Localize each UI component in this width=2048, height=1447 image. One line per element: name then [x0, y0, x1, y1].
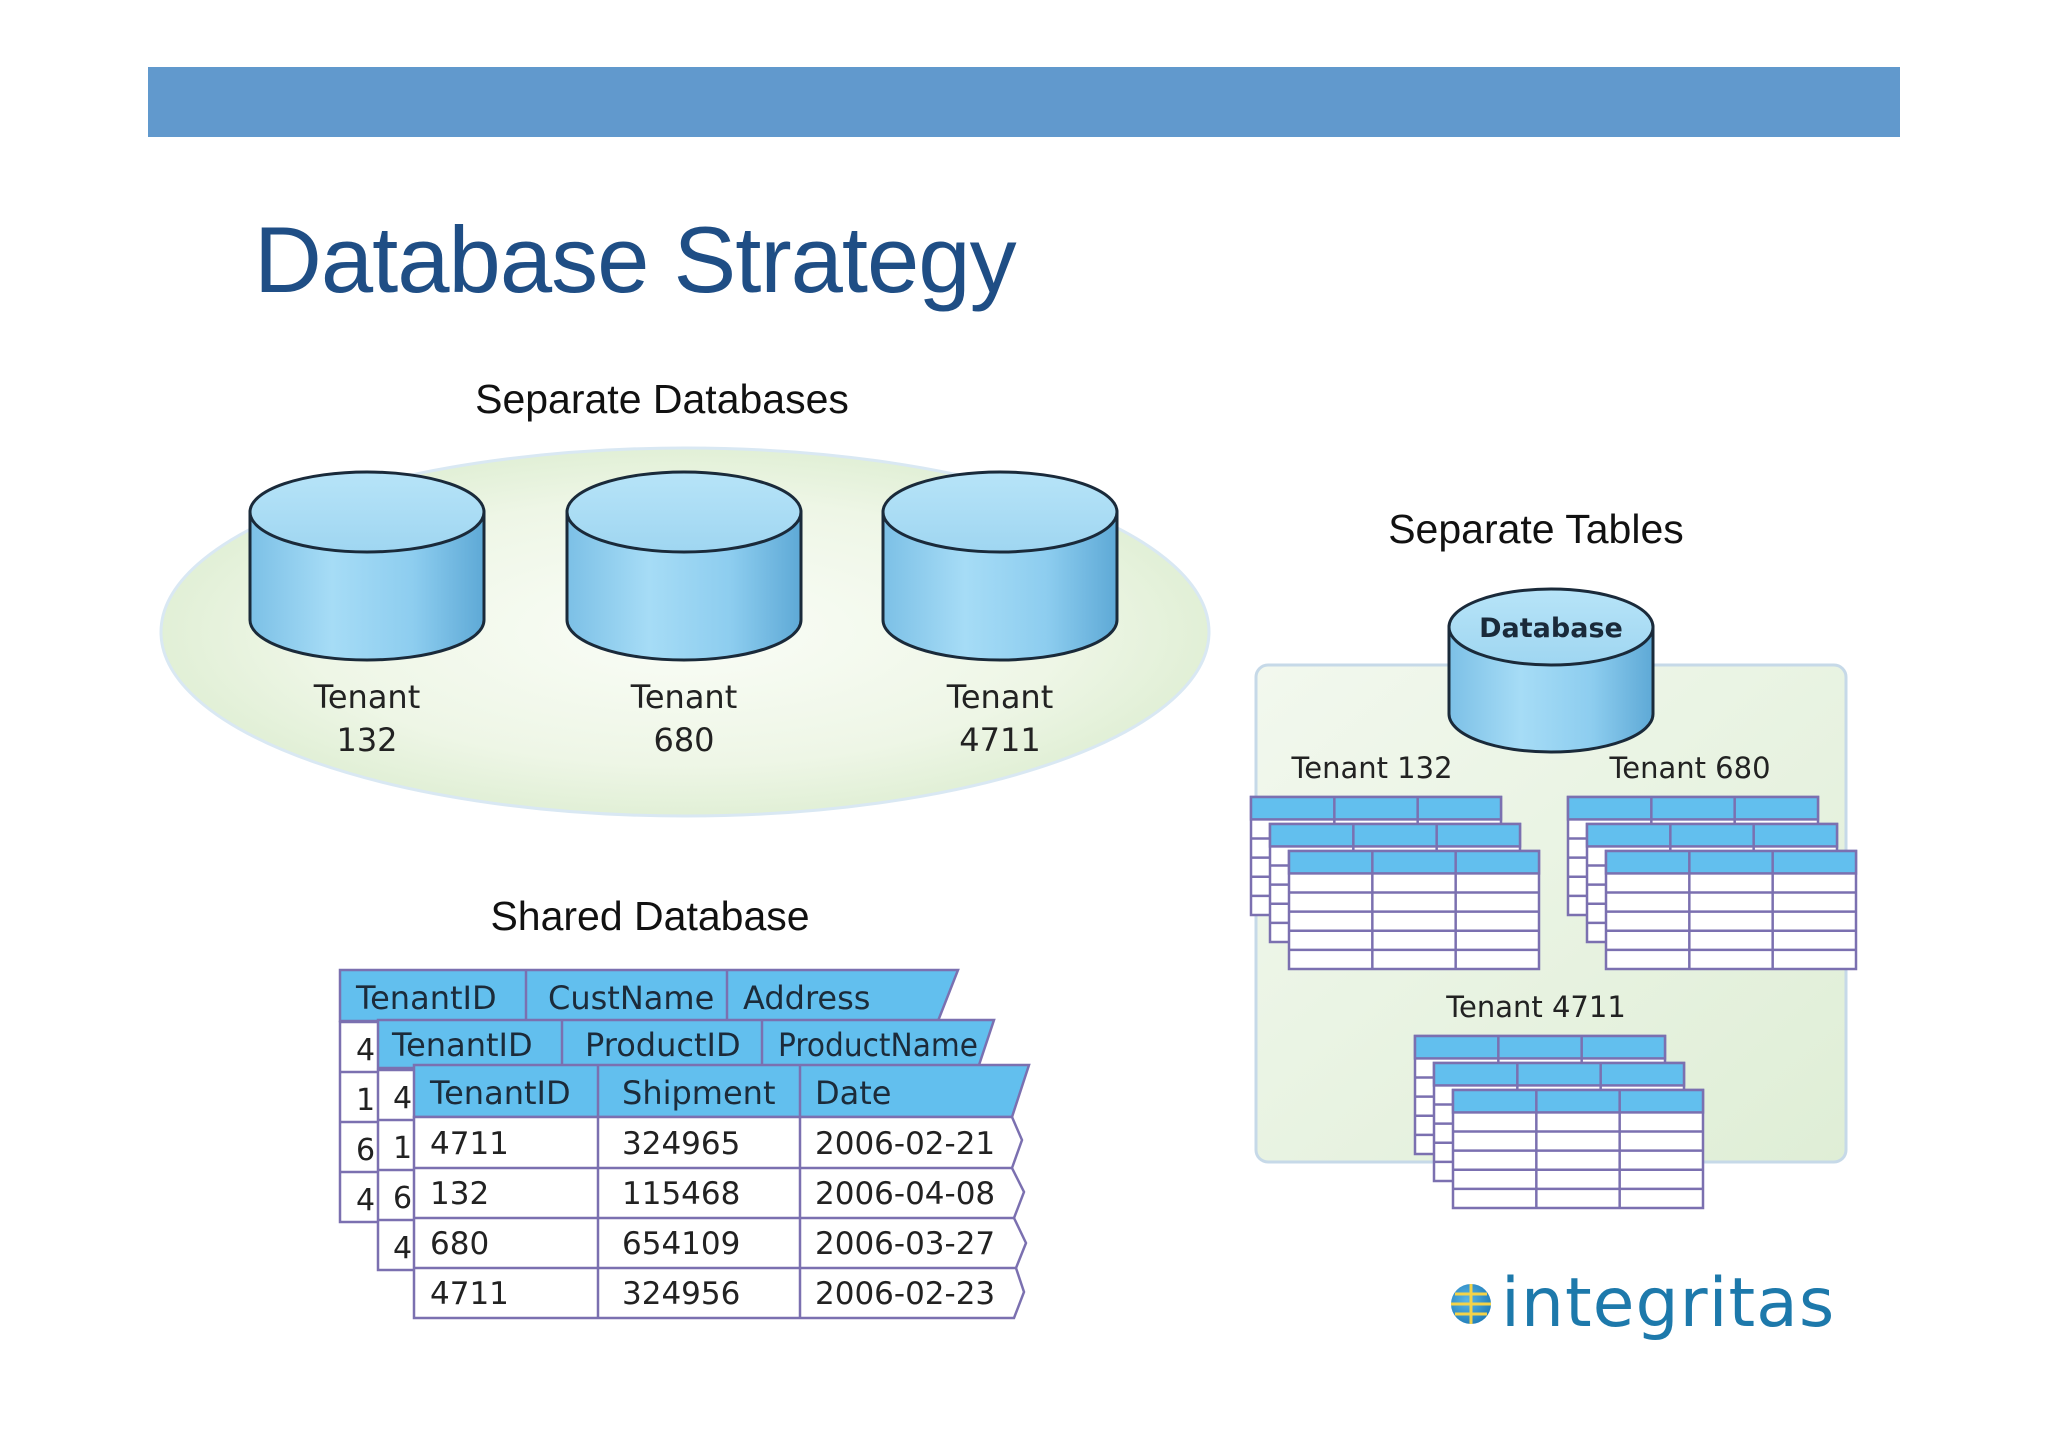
- customers-header-tenantid: TenantID: [355, 979, 497, 1017]
- mini-table: [1451, 1088, 1705, 1210]
- products-header-tenantid: TenantID: [391, 1026, 533, 1064]
- tenant-132-id: 132: [336, 721, 397, 759]
- tenant-132-word: Tenant: [313, 678, 421, 716]
- customers-stub-2: 1: [356, 1083, 375, 1118]
- customers-stub-3: 6: [356, 1133, 375, 1168]
- tenant-4711-id: 4711: [959, 721, 1040, 759]
- customers-stub-1: 4: [356, 1033, 375, 1068]
- shared-database-label: Shared Database: [490, 893, 809, 939]
- tenant-132-table-stack: [1249, 795, 1541, 971]
- shared-database-group: Shared Database TenantID CustName Addres…: [338, 893, 1031, 1320]
- mini-table: [1604, 849, 1858, 971]
- table-cell: 132: [430, 1176, 489, 1212]
- products-stub-4: 4: [393, 1231, 412, 1266]
- products-sheet: TenantID ProductID ProductName 4 1 6 4: [376, 1018, 996, 1272]
- table-cell: 4711: [430, 1126, 509, 1162]
- globe-icon: [1451, 1284, 1491, 1324]
- separate-databases-label: Separate Databases: [475, 376, 849, 422]
- mini-table: [1287, 849, 1541, 971]
- tenant-680-tables-label: Tenant 680: [1608, 751, 1770, 785]
- products-stub-2: 1: [393, 1131, 412, 1166]
- table-cell: 680: [430, 1226, 489, 1262]
- table-cell: 4711: [430, 1276, 509, 1312]
- separate-tables-group: Separate Tables Database Tenant 132 Tena…: [1249, 506, 1858, 1210]
- products-stub-3: 6: [393, 1181, 412, 1216]
- header-banner: [148, 67, 1900, 137]
- customers-header-custname: CustName: [548, 979, 714, 1017]
- tenant-680-word: Tenant: [630, 678, 738, 716]
- tenant-4711-database-icon: [881, 470, 1119, 662]
- shipments-header-tenantid: TenantID: [429, 1074, 571, 1112]
- integritas-logo: integritas: [1449, 1270, 1835, 1338]
- separate-tables-label: Separate Tables: [1388, 506, 1684, 552]
- database-cylinder-icon: [1447, 587, 1655, 754]
- page-title: Database Strategy: [254, 207, 1017, 312]
- tenant-4711-word: Tenant: [946, 678, 1054, 716]
- table-cell: 324956: [622, 1276, 740, 1312]
- shipments-sheet: TenantID Shipment Date 4711 324965 2006-…: [412, 1063, 1031, 1320]
- customers-header-address: Address: [743, 979, 870, 1017]
- separate-databases-group: Separate Databases Tenant 132 Tenant 680…: [159, 376, 1211, 818]
- products-header-productid: ProductID: [585, 1026, 741, 1064]
- tenant-680-database-icon: [565, 470, 803, 662]
- tenant-132-tables-label: Tenant 132: [1290, 751, 1452, 785]
- table-cell: 2006-04-08: [815, 1176, 995, 1212]
- tenant-4711-table-stack: [1413, 1034, 1705, 1210]
- customers-sheet: TenantID CustName Address 4 1 6 4: [338, 968, 960, 1224]
- products-stub-1: 4: [393, 1081, 412, 1116]
- shipments-header-shipment: Shipment: [622, 1074, 775, 1112]
- tenant-4711-tables-label: Tenant 4711: [1445, 990, 1626, 1024]
- products-header-productname: ProductName: [778, 1026, 978, 1064]
- table-cell: 324965: [622, 1126, 740, 1162]
- shipments-header-date: Date: [815, 1074, 891, 1112]
- customers-stub-4: 4: [356, 1183, 375, 1218]
- logo-wordmark: integritas: [1501, 1264, 1836, 1343]
- tenant-132-database-icon: [248, 470, 486, 662]
- table-cell: 654109: [622, 1226, 740, 1262]
- database-cylinder-label: Database: [1479, 613, 1623, 644]
- tenant-680-table-stack: [1566, 795, 1858, 971]
- table-cell: 2006-02-21: [815, 1126, 995, 1162]
- table-cell: 2006-03-27: [815, 1226, 995, 1262]
- table-cell: 115468: [622, 1176, 740, 1212]
- tenant-680-id: 680: [653, 721, 714, 759]
- table-cell: 2006-02-23: [815, 1276, 995, 1312]
